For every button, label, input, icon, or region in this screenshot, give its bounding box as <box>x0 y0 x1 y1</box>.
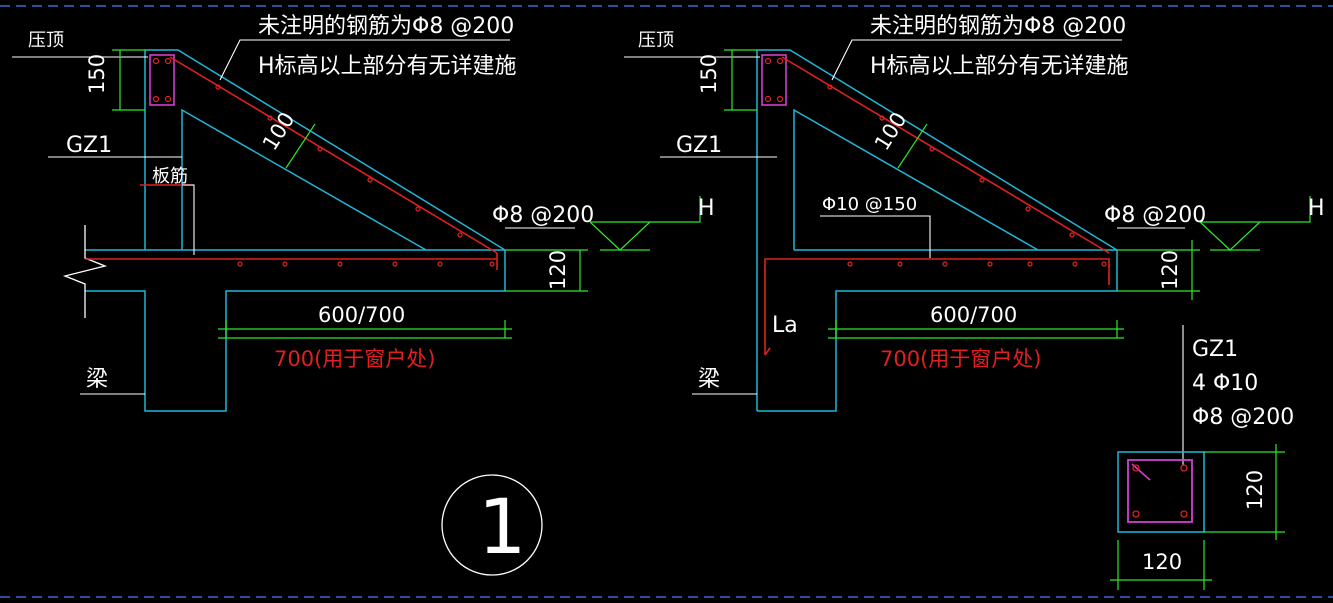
gz1-stirrup <box>1127 459 1193 523</box>
gz1-dim-width: 120 <box>1142 550 1182 574</box>
left-top-label: 压顶 <box>28 30 64 51</box>
right-note-line1: 未注明的钢筋为Φ8 @200 <box>870 14 1126 39</box>
left-beam-label: 梁 <box>86 367 108 392</box>
right-dim-window: 700(用于窗户处) <box>880 347 1041 371</box>
right-dimensions <box>724 49 1311 339</box>
right-dim-120: 120 <box>1158 250 1182 290</box>
left-dim-window: 700(用于窗户处) <box>274 347 435 371</box>
left-dim-150: 150 <box>85 54 109 94</box>
gz1-stirrup-hook <box>1131 463 1151 481</box>
right-dim-150: 150 <box>697 54 721 94</box>
left-note-line1: 未注明的钢筋为Φ8 @200 <box>258 14 514 39</box>
right-dim-span: 600/700 <box>930 303 1017 327</box>
left-break-line <box>62 225 108 318</box>
right-anchor-label: La <box>772 313 798 338</box>
left-slab-rebar-label: 板筋 <box>152 166 188 187</box>
detail-number: 1 <box>478 482 526 571</box>
left-note-line2: H标高以上部分有无详建施 <box>258 54 517 79</box>
gz1-section: GZ1 4 Φ10 Φ8 @200 120 120 <box>1110 325 1294 590</box>
right-gz-label: GZ1 <box>676 133 722 158</box>
gz1-stirrups: Φ8 @200 <box>1192 405 1294 430</box>
right-rebar <box>761 54 1110 356</box>
right-beam-label: 梁 <box>698 367 720 392</box>
left-rebar-label: Φ8 @200 <box>492 203 594 228</box>
gz1-dimensions <box>1110 444 1285 590</box>
right-rebar-label: Φ8 @200 <box>1104 203 1206 228</box>
left-gz-label: GZ1 <box>66 133 112 158</box>
left-leaders <box>12 39 575 395</box>
detail-number-marker: 1 <box>441 474 543 576</box>
right-rebar-dots <box>764 57 1107 267</box>
gz1-section-outline <box>1117 451 1205 533</box>
left-dimensions <box>112 49 701 339</box>
right-top-label: 压顶 <box>638 30 674 51</box>
right-note-line2: H标高以上部分有无详建施 <box>870 54 1129 79</box>
gz1-bars <box>1132 464 1188 518</box>
left-detail: 未注明的钢筋为Φ8 @200 H标高以上部分有无详建施 压顶 150 100 G… <box>12 14 715 412</box>
right-bar-label: Φ10 @150 <box>822 194 917 215</box>
right-detail: 未注明的钢筋为Φ8 @200 H标高以上部分有无详建施 压顶 150 100 G… <box>624 14 1325 412</box>
gz1-title: GZ1 <box>1192 337 1238 362</box>
gz1-main-bars: 4 Φ10 <box>1192 371 1258 396</box>
left-dim-span: 600/700 <box>318 303 405 327</box>
left-concrete-outline <box>85 49 506 412</box>
right-leaders <box>624 39 1185 395</box>
left-elev-label: H <box>698 196 715 221</box>
right-concrete-outline <box>756 49 1118 412</box>
left-dim-120: 120 <box>546 250 570 290</box>
gz1-dim-height: 120 <box>1243 470 1267 510</box>
right-elev-label: H <box>1308 196 1325 221</box>
left-rebar <box>85 54 498 270</box>
left-rebar-dots <box>152 57 495 267</box>
